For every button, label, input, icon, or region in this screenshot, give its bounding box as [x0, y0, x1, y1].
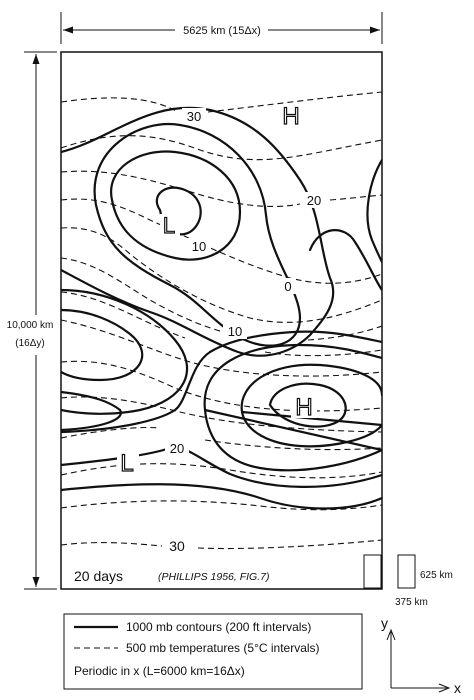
- source-caption: (PHILLIPS 1956, FIG.7): [158, 571, 269, 583]
- axis-indicator: y x: [381, 615, 461, 696]
- pressure-contours: [61, 106, 382, 510]
- high-center-lower: H: [295, 394, 312, 421]
- temp-label-upper: 20: [307, 193, 321, 208]
- low-center-upper: L: [163, 213, 175, 238]
- pressure-centers: H L H L: [117, 102, 317, 478]
- width-label: 5625 km (15Δx): [183, 25, 261, 37]
- width-dimension: 5625 km (15Δx): [60, 12, 383, 44]
- temp-label-bottom: 30: [169, 538, 185, 554]
- height-dimension: 10,000 km (16Δy): [7, 51, 57, 590]
- day-caption: 20 days: [74, 568, 123, 584]
- legend: 1000 mb contours (200 ft intervals) 500 …: [63, 613, 363, 690]
- temperature-labels: 30 20 10 0 10 20 30: [164, 108, 326, 554]
- axis-x-label: x: [454, 680, 461, 696]
- temp-label-top: 30: [187, 109, 201, 124]
- height-label-km: 10,000 km: [7, 320, 54, 331]
- height-label-grid: (16Δy): [15, 338, 44, 349]
- grid-cell-box-inside: [363, 554, 382, 589]
- temp-label-lower-mid: 10: [228, 324, 242, 339]
- legend-dashed-label: 500 mb temperatures (5°C intervals): [126, 641, 320, 655]
- temperature-isotherms: [61, 91, 382, 550]
- grid-cell-width-label: 375 km: [395, 597, 428, 608]
- grid-cell-box: [397, 554, 416, 589]
- high-center-top: H: [282, 103, 299, 130]
- temp-label-lower: 20: [170, 441, 184, 456]
- legend-solid-label: 1000 mb contours (200 ft intervals): [126, 620, 311, 634]
- low-center-lower: L: [120, 450, 133, 477]
- grid-cell-height-label: 625 km: [420, 570, 453, 581]
- temp-label-center: 0: [284, 279, 291, 294]
- temp-label-left-mid: 10: [192, 239, 206, 254]
- legend-periodic-label: Periodic in x (L=6000 km=16Δx): [74, 664, 245, 678]
- axis-y-label: y: [381, 615, 388, 631]
